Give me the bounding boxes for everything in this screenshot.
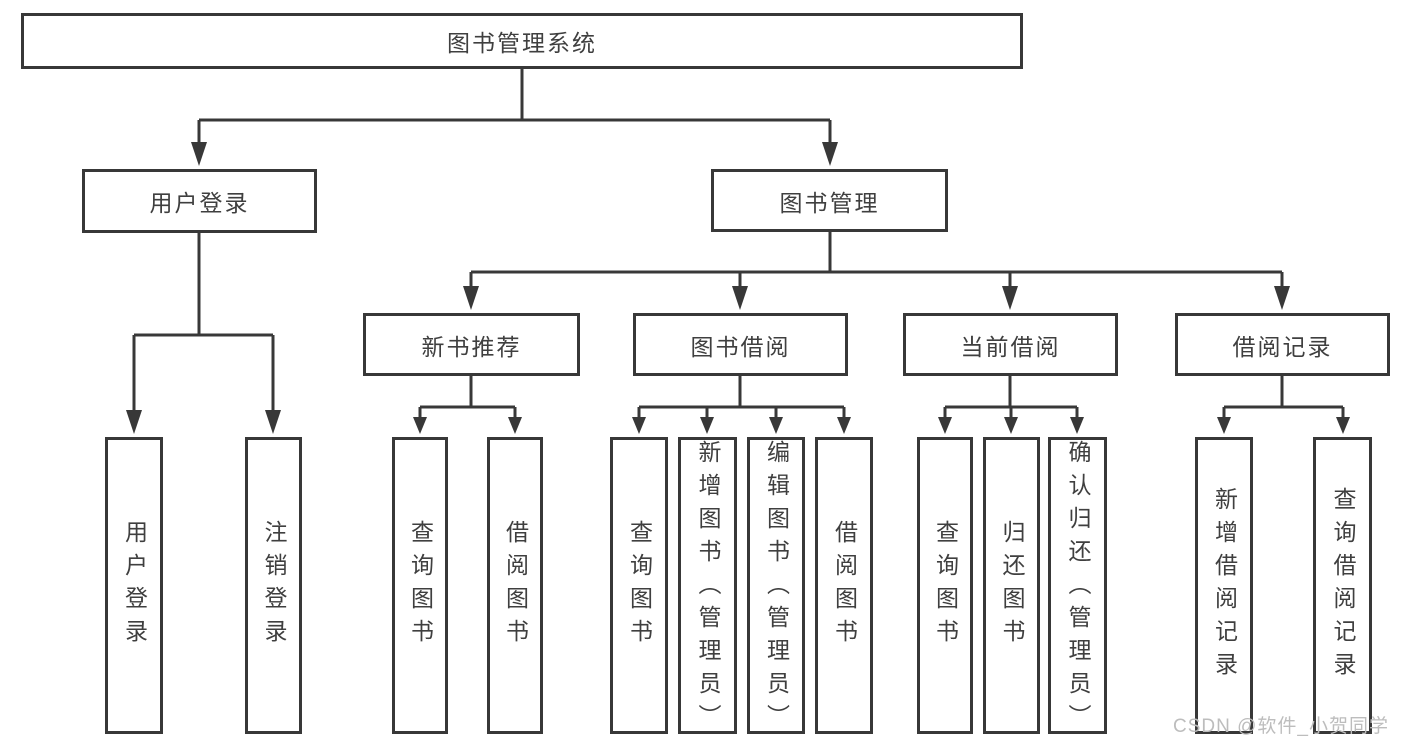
csdn-watermark: CSDN @软件_小贺同学 xyxy=(1173,716,1389,737)
leaf-user-login: 用户登录 xyxy=(105,437,163,734)
leaf-logout: 注销登录 xyxy=(245,437,302,734)
node-root: 图书管理系统 xyxy=(21,13,1023,69)
leaf-borrow-books: 借阅图书 xyxy=(815,437,873,734)
leaf-return-book: 归还图书 xyxy=(983,437,1040,734)
leaf-borrow-books-recommend: 借阅图书 xyxy=(487,437,543,734)
leaf-add-book-admin: 新增图书（管理员） xyxy=(678,437,737,737)
leaf-query-books-current: 查询图书 xyxy=(917,437,973,734)
leaf-query-borrow-record: 查询借阅记录 xyxy=(1313,437,1372,734)
leaf-query-books-borrow: 查询图书 xyxy=(610,437,668,734)
node-user-login: 用户登录 xyxy=(82,169,317,233)
node-borrow-records: 借阅记录 xyxy=(1175,313,1390,376)
leaf-query-books-recommend: 查询图书 xyxy=(392,437,448,734)
node-current-borrow: 当前借阅 xyxy=(903,313,1118,376)
node-book-borrow: 图书借阅 xyxy=(633,313,848,376)
leaf-add-borrow-record: 新增借阅记录 xyxy=(1195,437,1253,734)
node-new-book-recommend: 新书推荐 xyxy=(363,313,580,376)
leaf-confirm-return-admin: 确认归还（管理员） xyxy=(1048,437,1107,737)
node-book-management: 图书管理 xyxy=(711,169,948,232)
leaf-edit-book-admin: 编辑图书（管理员） xyxy=(747,437,805,737)
